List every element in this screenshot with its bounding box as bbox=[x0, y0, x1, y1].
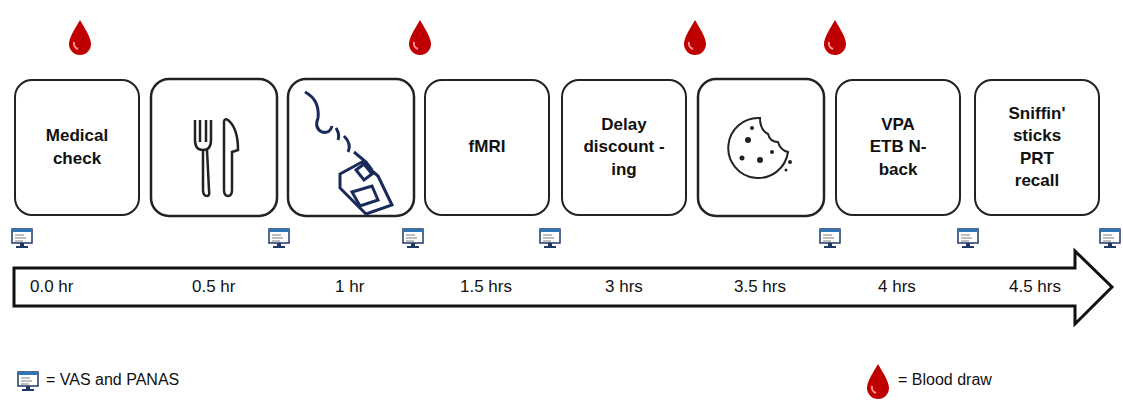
blood-drop bbox=[409, 20, 431, 55]
legend-text: = Blood draw bbox=[898, 371, 992, 389]
step-box: Delay discount -ing bbox=[561, 79, 687, 216]
timeline-arrow bbox=[14, 251, 1112, 324]
step-label: VPA ETB N-back bbox=[865, 114, 931, 180]
time-label: 1.5 hrs bbox=[460, 277, 512, 297]
survey-icon bbox=[1100, 229, 1120, 248]
fork-knife-icon bbox=[195, 119, 238, 196]
time-label: 0.5 hr bbox=[192, 277, 235, 297]
survey-icon bbox=[820, 229, 840, 248]
blood-drop bbox=[69, 20, 91, 55]
step-box: Sniffin' sticks PRT recall bbox=[974, 79, 1100, 216]
step-box: VPA ETB N-back bbox=[835, 79, 961, 216]
survey-icon bbox=[958, 229, 978, 248]
survey-icon bbox=[540, 229, 560, 248]
blood-drop bbox=[824, 20, 846, 55]
spray-box bbox=[288, 79, 414, 216]
time-label: 0.0 hr bbox=[30, 277, 73, 297]
legend-drop-icon bbox=[867, 364, 889, 399]
step-box: Medical check bbox=[14, 79, 140, 216]
step-box: fMRI bbox=[424, 79, 550, 216]
cookie-box bbox=[698, 79, 824, 216]
survey-icon bbox=[12, 229, 32, 248]
step-label: Medical check bbox=[27, 125, 127, 169]
legend-text: = VAS and PANAS bbox=[46, 371, 179, 389]
time-label: 3.5 hrs bbox=[734, 277, 786, 297]
step-label: Sniffin' sticks PRT recall bbox=[1001, 103, 1073, 191]
time-label: 4 hrs bbox=[878, 277, 916, 297]
cookie-icon bbox=[728, 118, 792, 178]
time-label: 1 hr bbox=[335, 277, 364, 297]
time-label: 4.5 hrs bbox=[1009, 277, 1061, 297]
meal-box bbox=[151, 79, 277, 216]
nasal-spray-icon bbox=[305, 92, 392, 214]
survey-icon bbox=[403, 229, 423, 248]
survey-icon bbox=[269, 229, 289, 248]
step-label: Delay discount -ing bbox=[582, 114, 666, 180]
time-label: 3 hrs bbox=[605, 277, 643, 297]
legend-survey-icon bbox=[18, 372, 38, 391]
step-label: fMRI bbox=[437, 136, 537, 158]
blood-drop bbox=[684, 20, 706, 55]
